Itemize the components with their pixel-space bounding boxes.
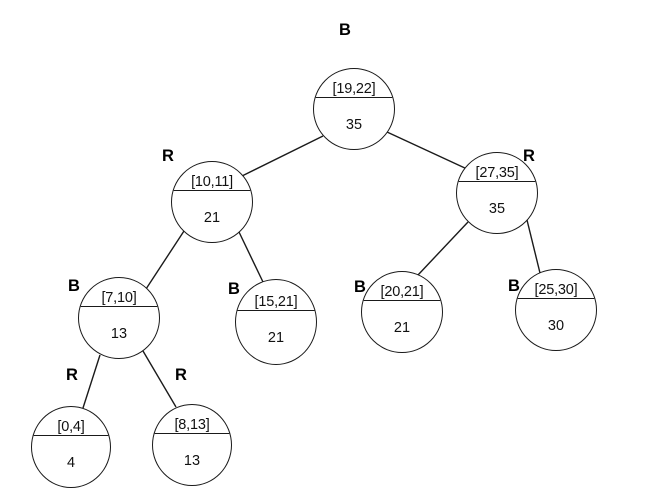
tree-edge [526,219,541,274]
node-max-label: 13 [110,326,128,342]
node-color-label: B [228,280,240,298]
node-divider [79,306,159,307]
tree-node-20-21[interactable]: [20,21] 21 [361,271,443,353]
node-max-label: 35 [488,201,506,217]
tree-node-0-4[interactable]: [0,4] 4 [31,406,111,488]
node-interval-label: [8,13] [174,417,210,433]
node-max-label: 4 [66,455,76,471]
tree-edge [82,354,101,409]
node-interval-label: [19,22] [332,81,376,97]
node-color-label: B [354,278,366,296]
node-max-label: 13 [183,453,201,469]
node-interval-label: [25,30] [534,282,578,298]
node-divider [314,97,394,98]
tree-node-27-35[interactable]: [27,35] 35 [456,152,538,234]
node-interval-label: [15,21] [254,294,298,310]
node-interval-label: [7,10] [101,290,137,306]
tree-node-7-10[interactable]: [7,10] 13 [78,277,160,359]
node-interval-label: [10,11] [191,174,233,190]
tree-edge [145,230,185,290]
node-color-label: R [523,147,535,165]
node-max-label: 21 [393,320,411,336]
node-color-label: R [162,147,174,165]
tree-node-8-13[interactable]: [8,13] 13 [152,404,232,486]
node-interval-label: [27,35] [475,165,519,181]
tree-edge [238,231,264,283]
node-color-label: R [175,366,187,384]
tree-node-19-22[interactable]: [19,22] 35 [313,68,395,150]
node-max-label: 21 [203,210,221,226]
node-color-label: R [66,366,78,384]
node-divider [153,433,231,434]
node-interval-label: [0,4] [57,419,85,435]
node-divider [32,435,110,436]
node-color-label: B [68,277,80,295]
root-color-label: B [339,21,351,39]
node-divider [516,298,596,299]
node-max-label: 35 [345,117,363,133]
node-color-label: B [508,277,520,295]
tree-node-25-30[interactable]: [25,30] 30 [515,269,597,351]
node-divider [457,181,537,182]
tree-edge [241,135,324,177]
node-max-label: 21 [267,330,285,346]
node-interval-label: [20,21] [380,284,424,300]
tree-edge [417,221,469,276]
node-divider [236,310,316,311]
tree-edge [142,350,177,408]
tree-edge [386,131,468,170]
node-divider [172,190,252,191]
tree-node-15-21[interactable]: [15,21] 21 [235,279,317,365]
node-max-label: 30 [547,318,565,334]
node-divider [362,300,442,301]
tree-node-10-11[interactable]: [10,11] 21 [171,161,253,243]
